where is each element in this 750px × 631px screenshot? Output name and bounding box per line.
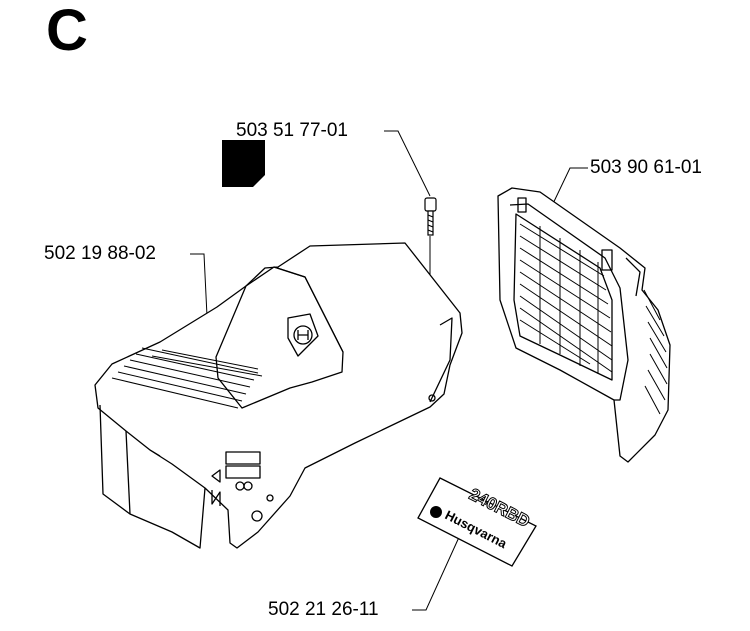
decal-part[interactable]: 240RBD Husqvarna	[417, 477, 537, 567]
leader-line-cover	[190, 253, 208, 317]
leader-line-grille	[548, 167, 588, 213]
grille-part[interactable]	[497, 187, 671, 463]
cylinder-cover-part[interactable]	[94, 242, 463, 549]
new-part-marker-icon	[222, 140, 265, 187]
brand-logo-icon	[430, 506, 442, 518]
part-label-cylinder-cover[interactable]: 502 19 88-02	[44, 243, 156, 264]
part-label-screw[interactable]: 503 51 77-01	[236, 120, 348, 141]
part-label-decal[interactable]: 502 21 26-11	[268, 599, 379, 620]
part-label-grille[interactable]: 503 90 61-01	[590, 157, 702, 178]
leader-lines	[190, 130, 588, 611]
section-letter: C	[46, 0, 88, 63]
leader-line-screw	[384, 130, 431, 197]
leader-line-decal	[412, 534, 461, 611]
